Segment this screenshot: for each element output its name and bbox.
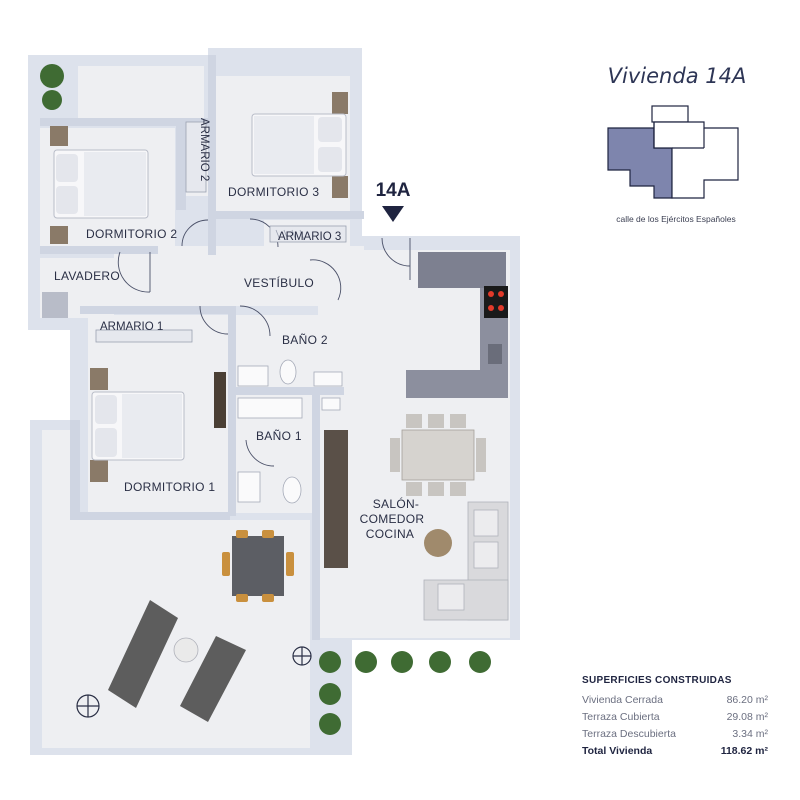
room-label-armario-2: ARMARIO 2 xyxy=(198,118,210,181)
room-label-bano-1: BAÑO 1 xyxy=(256,429,302,443)
area-label: Vivienda Cerrada xyxy=(582,694,663,706)
areas-heading: SUPERFICIES CONSTRUIDAS xyxy=(582,675,732,686)
dormitorio-2-bed xyxy=(50,126,149,244)
bathroom-fixtures xyxy=(237,359,343,504)
dormitorio-1-bed xyxy=(90,368,226,482)
sun-loungers xyxy=(108,600,246,722)
room-label-salon-line1: SALÓN- xyxy=(373,496,419,511)
area-total-value: 118.62 m² xyxy=(720,745,768,757)
area-label: Terraza Descubierta xyxy=(582,728,676,740)
nightstand xyxy=(90,368,108,390)
kitchen-island xyxy=(406,370,508,398)
door-swings xyxy=(117,218,411,467)
area-row: Terraza Descubierta 3.34 m² xyxy=(582,726,772,743)
kitchen xyxy=(324,252,508,568)
nightstand xyxy=(332,92,348,114)
building-key-plan xyxy=(607,105,739,199)
area-value: 86.20 m² xyxy=(726,694,768,706)
area-row: Vivienda Cerrada 86.20 m² xyxy=(582,692,772,709)
sofa xyxy=(423,501,509,621)
dining-set xyxy=(390,414,486,496)
areas-summary: SUPERFICIES CONSTRUIDAS Vivienda Cerrada… xyxy=(582,675,772,760)
area-row: Terraza Cubierta 29.08 m² xyxy=(582,709,772,726)
north-terrace-floor xyxy=(78,66,204,118)
nightstand xyxy=(90,460,108,482)
nightstand xyxy=(50,126,68,146)
nightstand xyxy=(332,176,348,198)
wardrobes xyxy=(95,121,347,343)
area-total-row: Total Vivienda 118.62 m² xyxy=(582,743,772,760)
room-label-vestibulo: VESTÍBULO xyxy=(244,275,314,290)
area-label: Terraza Cubierta xyxy=(582,711,660,723)
entrance-arrow-icon xyxy=(382,206,404,222)
area-value: 3.34 m² xyxy=(732,728,768,740)
room-label-armario-3: ARMARIO 3 xyxy=(278,231,341,243)
room-label-armario-1: ARMARIO 1 xyxy=(100,321,163,333)
street-label: calle de los Ejércitos Españoles xyxy=(616,214,736,224)
lavadero-appliances xyxy=(42,292,68,318)
plants xyxy=(40,64,491,735)
sink xyxy=(488,344,502,364)
room-label-lavadero: LAVADERO xyxy=(54,269,120,283)
nightstand xyxy=(50,226,68,244)
unit-marker-label: 14A xyxy=(376,180,411,201)
storage-unit xyxy=(324,430,348,568)
coffee-table xyxy=(424,529,452,557)
room-label-salon-line3: COCINA xyxy=(366,527,414,541)
room-label-dormitorio-2: DORMITORIO 2 xyxy=(86,227,177,241)
area-value: 29.08 m² xyxy=(726,711,768,723)
tv-unit xyxy=(214,372,226,428)
page-title: Vivienda 14A xyxy=(607,64,747,88)
room-label-dormitorio-3: DORMITORIO 3 xyxy=(228,185,319,199)
interior-walls xyxy=(40,55,364,640)
area-total-label: Total Vivienda xyxy=(582,745,653,757)
floor-drains xyxy=(76,646,312,718)
dormitorio-3-bed xyxy=(251,92,348,198)
room-label-dormitorio-1: DORMITORIO 1 xyxy=(124,480,215,494)
room-label-bano-2: BAÑO 2 xyxy=(282,333,328,347)
room-label-salon-line2: COMEDOR xyxy=(360,512,425,526)
terrace-dining-set xyxy=(222,530,294,602)
